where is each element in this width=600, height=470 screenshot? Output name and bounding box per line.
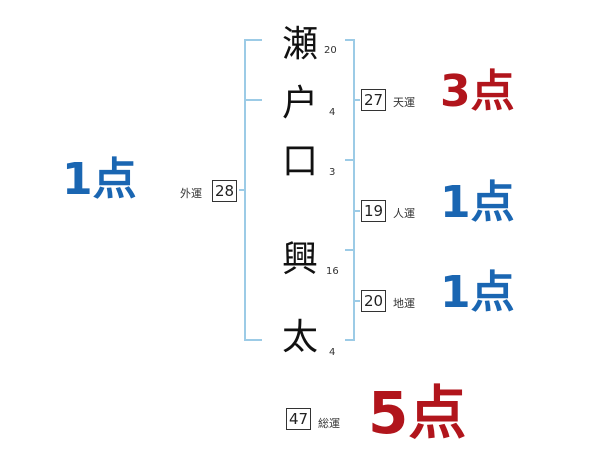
jinkaku-value: 19 [361,200,387,222]
soukaku-score: 5点 [368,379,467,447]
surname-char-2: 户 [282,83,319,124]
tenkaku-score: 3点 [440,66,515,117]
chikaku-score: 1点 [440,267,515,318]
tenkaku-bracket [345,39,360,161]
gaikaku-score: 1点 [62,154,137,205]
soukaku-value: 47 [286,408,312,430]
jinkaku-bracket [345,159,360,251]
surname-char-3: 口 [282,141,319,182]
given-char-2: 太 [282,317,319,358]
given-stroke-2: 4 [329,347,336,358]
given-stroke-1: 16 [326,266,339,277]
surname-stroke-3: 3 [329,167,336,178]
chikaku-bracket [345,249,360,341]
gaikaku-value: 28 [212,180,238,202]
chikaku-label: 地運 [393,297,415,310]
jinkaku-score: 1点 [440,177,515,228]
gaikaku-bracket [239,39,262,341]
soukaku-label: 総運 [318,417,340,430]
chikaku-value: 20 [361,290,387,312]
surname-stroke-1: 20 [324,45,337,56]
tenkaku-value: 27 [361,89,387,111]
jinkaku-label: 人運 [393,207,415,220]
tenkaku-label: 天運 [393,96,415,109]
surname-char-1: 瀬 [282,24,319,65]
given-char-1: 興 [282,239,319,280]
gaikaku-label: 外運 [180,187,202,200]
surname-stroke-2: 4 [329,107,336,118]
